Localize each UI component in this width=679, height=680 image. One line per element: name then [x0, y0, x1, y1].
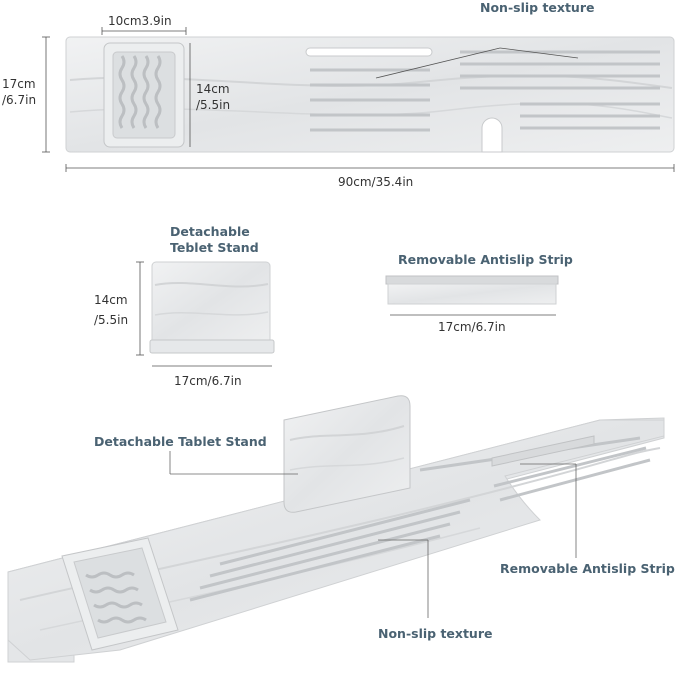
perspective-tablet-stand	[283, 395, 411, 513]
caddy-height-label-line1: 17cm	[2, 77, 36, 91]
antislip-strip-title: Removable Antislip Strip	[398, 252, 573, 267]
perspective-callout-lines	[169, 451, 577, 618]
tablet-stand-title-line1: Detachable	[170, 224, 250, 239]
antislip-strip-detail	[385, 275, 559, 305]
strip-width-label: 17cm/6.7in	[438, 320, 506, 334]
soap-tray	[103, 42, 185, 148]
perspective-soap-tray	[61, 537, 179, 651]
non-slip-texture-callout-bottom: Non-slip texture	[378, 626, 493, 641]
groove-set-right	[460, 50, 660, 130]
antislip-strip-callout: Removable Antislip Strip	[500, 561, 675, 576]
non-slip-texture-callout-top: Non-slip texture	[480, 0, 595, 15]
perspective-caddy	[7, 395, 665, 663]
stand-width-label: 17cm/6.7in	[174, 374, 242, 388]
top-dimension-lines	[42, 27, 675, 172]
perspective-grooves	[189, 436, 651, 602]
stand-height-label-line2: /5.5in	[94, 313, 129, 327]
tablet-stand-title-line2: Teblet Stand	[170, 240, 259, 255]
caddy-length-label: 90cm/35.4in	[338, 175, 414, 189]
stand-height-label-line1: 14cm	[94, 293, 128, 307]
perspective-antislip-strip	[491, 435, 595, 467]
caddy-height-label-line2: /6.7in	[2, 93, 37, 107]
stand-dimension-lines	[136, 261, 272, 367]
tray-height-label-line2: /5.5in	[196, 98, 231, 112]
tray-width-label: 10cm3.9in	[108, 14, 172, 28]
top-view-caddy	[65, 36, 675, 153]
tray-height-label-line1: 14cm	[196, 82, 230, 96]
tablet-stand-callout: Detachable Tablet Stand	[94, 434, 267, 449]
tablet-stand-detail	[149, 261, 275, 354]
